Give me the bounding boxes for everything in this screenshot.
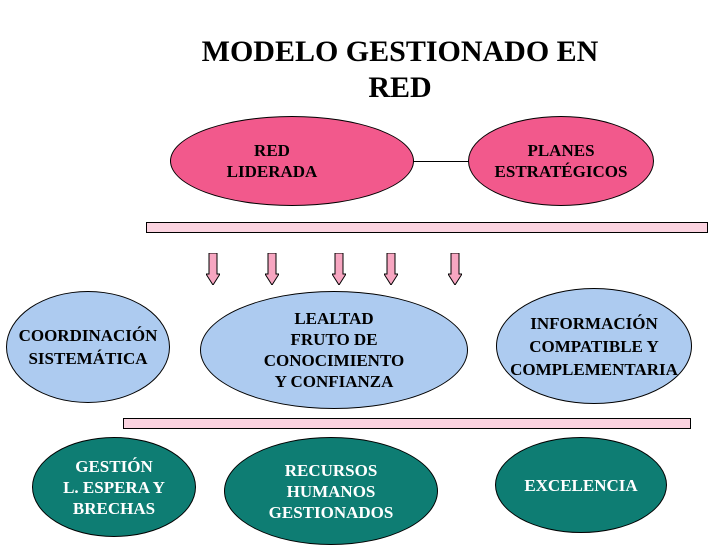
node-label-line: COORDINACIÓN — [18, 326, 158, 345]
node-label-line: FRUTO DE — [290, 330, 378, 349]
node-red-liderada: RED LIDERADA — [170, 116, 414, 206]
node-label-line: COMPATIBLE Y — [529, 336, 659, 356]
node-informacion: INFORMACIÓN COMPATIBLE Y COMPLEMENTARIA — [496, 288, 692, 404]
node-label-line: INFORMACIÓN — [530, 313, 658, 333]
node-label-line: SISTEMÁTICA — [28, 349, 148, 368]
node-label-line: CONOCIMIENTO — [263, 351, 405, 370]
node-label-line: HUMANOS — [286, 481, 376, 501]
node-label-line: Y CONFIANZA — [274, 372, 394, 391]
title-line-2: RED — [368, 71, 432, 104]
node-label-line: GESTIONADOS — [268, 502, 394, 522]
node-label-line: LEALTAD — [294, 309, 374, 328]
node-recursos-humanos: RECURSOS HUMANOS GESTIONADOS — [224, 437, 438, 545]
node-label-line: BRECHAS — [72, 498, 156, 518]
node-label-line: GESTIÓN — [75, 456, 153, 476]
down-arrow-icon — [448, 253, 462, 285]
node-planes-estrategicos: PLANES ESTRATÉGICOS — [468, 116, 654, 206]
title-line-1: MODELO GESTIONADO EN — [201, 35, 599, 68]
node-lealtad: LEALTAD FRUTO DE CONOCIMIENTO Y CONFIANZ… — [200, 291, 468, 409]
upper-bar — [146, 222, 708, 233]
node-label-line: RECURSOS — [284, 460, 378, 480]
diagram-title: MODELO GESTIONADO EN RED — [160, 34, 640, 106]
lower-bar — [123, 418, 691, 429]
down-arrow-icon — [206, 253, 220, 285]
node-label-line: PLANES — [527, 141, 595, 160]
node-label-line: EXCELENCIA — [524, 475, 638, 495]
node-label-line: LIDERADA — [226, 162, 318, 181]
down-arrow-icon — [384, 253, 398, 285]
node-label-line: RED — [254, 141, 290, 160]
node-coordinacion-sistematica: COORDINACIÓN SISTEMÁTICA — [6, 291, 170, 403]
down-arrow-icon — [332, 253, 346, 285]
down-arrow-icon — [265, 253, 279, 285]
node-label-line: COMPLEMENTARIA — [510, 359, 678, 379]
node-label-line: L. ESPERA Y — [63, 477, 165, 497]
top-connector-line — [405, 161, 477, 162]
node-gestion: GESTIÓN L. ESPERA Y BRECHAS — [32, 437, 196, 537]
node-label-line: ESTRATÉGICOS — [494, 162, 628, 181]
node-excelencia: EXCELENCIA — [495, 437, 667, 533]
